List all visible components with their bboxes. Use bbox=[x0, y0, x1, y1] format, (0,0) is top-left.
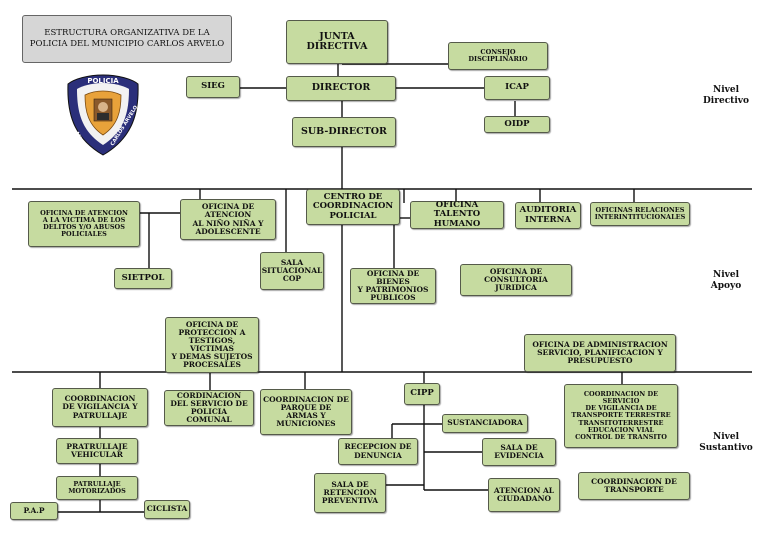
level-label-sustantivo: Nivel Sustantivo bbox=[699, 432, 753, 454]
badge-top-text: POLICIA bbox=[87, 77, 119, 85]
coordinacion-servicio-comunal-box: CORDINACION DEL SERVICIO DE POLICIA COMU… bbox=[164, 390, 254, 426]
coordinacion-vigilancia-box: COORDINACION DE VIGILANCIA Y PATRULLAJE bbox=[52, 388, 148, 427]
sustanciadora-box: SUSTANCIADORA bbox=[442, 414, 528, 433]
oficina-atencion-victima-box: OFICINA DE ATENCION A LA VICTIMA DE LOS … bbox=[28, 201, 140, 247]
pap-box: P.A.P bbox=[10, 502, 58, 520]
patrullaje-motorizados-box: PATRULLAJE MOTORIZADOS bbox=[56, 476, 138, 500]
junta-directiva-box: JUNTA DIRECTIVA bbox=[286, 20, 388, 64]
sub-director-box: SUB-DIRECTOR bbox=[292, 117, 396, 147]
oidp-box: OIDP bbox=[484, 116, 550, 133]
patrullaje-vehicular-box: PRATRULLAJE VEHICULAR bbox=[56, 438, 138, 464]
sala-situacional-box: SALA SITUACIONAL COP bbox=[260, 252, 324, 290]
sala-evidencia-box: SALA DE EVIDENCIA bbox=[482, 438, 556, 466]
level-label-directivo: Nivel Directivo bbox=[703, 85, 749, 107]
oficina-consultoria-box: OFICINA DE CONSULTORIA JURIDICA bbox=[460, 264, 572, 296]
oficina-bienes-box: OFICINA DE BIENES Y PATRIMONIOS PUBLICOS bbox=[350, 268, 436, 304]
director-box: DIRECTOR bbox=[286, 76, 396, 101]
atencion-ciudadano-box: ATENCION AL CIUDADANO bbox=[488, 478, 560, 512]
level-label-apoyo: Nivel Apoyo bbox=[710, 270, 742, 292]
auditoria-interna-box: AUDITORIA INTERNA bbox=[515, 202, 581, 229]
consejo-disciplinario-box: CONSEJO DISCIPLINARIO bbox=[448, 42, 548, 70]
coordinacion-transito-box: COORDINACION DE SERVICIO DE VIGILANCIA D… bbox=[564, 384, 678, 448]
centro-coordinacion-box: CENTRO DE COORDINACION POLICIAL bbox=[306, 189, 400, 225]
police-shield-emblem-icon: POLICIA MUNICIPIO CARLOS ARVELO bbox=[67, 74, 139, 157]
sietpol-box: SIETPOL bbox=[114, 268, 172, 289]
coordinacion-transporte-box: COORDINACION DE TRANSPORTE bbox=[578, 472, 690, 500]
recepcion-denuncia-box: RECEPCION DE DENUNCIA bbox=[338, 438, 418, 465]
oficina-atencion-nino-box: OFICINA DE ATENCION AL NIÑO NIÑA Y ADOLE… bbox=[180, 199, 276, 240]
oficina-administracion-box: OFICINA DE ADMINISTRACION SERVICIO, PLAN… bbox=[524, 334, 676, 372]
sieg-box: SIEG bbox=[186, 76, 240, 98]
sala-retencion-box: SALA DE RETENCION PREVENTIVA bbox=[314, 473, 386, 513]
icap-box: ICAP bbox=[484, 76, 550, 100]
cipp-box: CIPP bbox=[404, 383, 440, 405]
oficinas-relaciones-box: OFICINAS RELACIONES INTERINTITUCIONALES bbox=[590, 202, 690, 226]
oficina-talento-humano-box: OFICINA TALENTO HUMANO bbox=[410, 201, 504, 229]
ciclista-box: CICLISTA bbox=[144, 500, 190, 519]
coordinacion-parque-armas-box: COORDINACION DE PARQUE DE ARMAS Y MUNICI… bbox=[260, 389, 352, 435]
oficina-proteccion-box: OFICINA DE PROTECCION A TESTIGOS, VICTIM… bbox=[165, 317, 259, 373]
chart-title: ESTRUCTURA ORGANIZATIVA DE LA POLICIA DE… bbox=[22, 15, 232, 63]
